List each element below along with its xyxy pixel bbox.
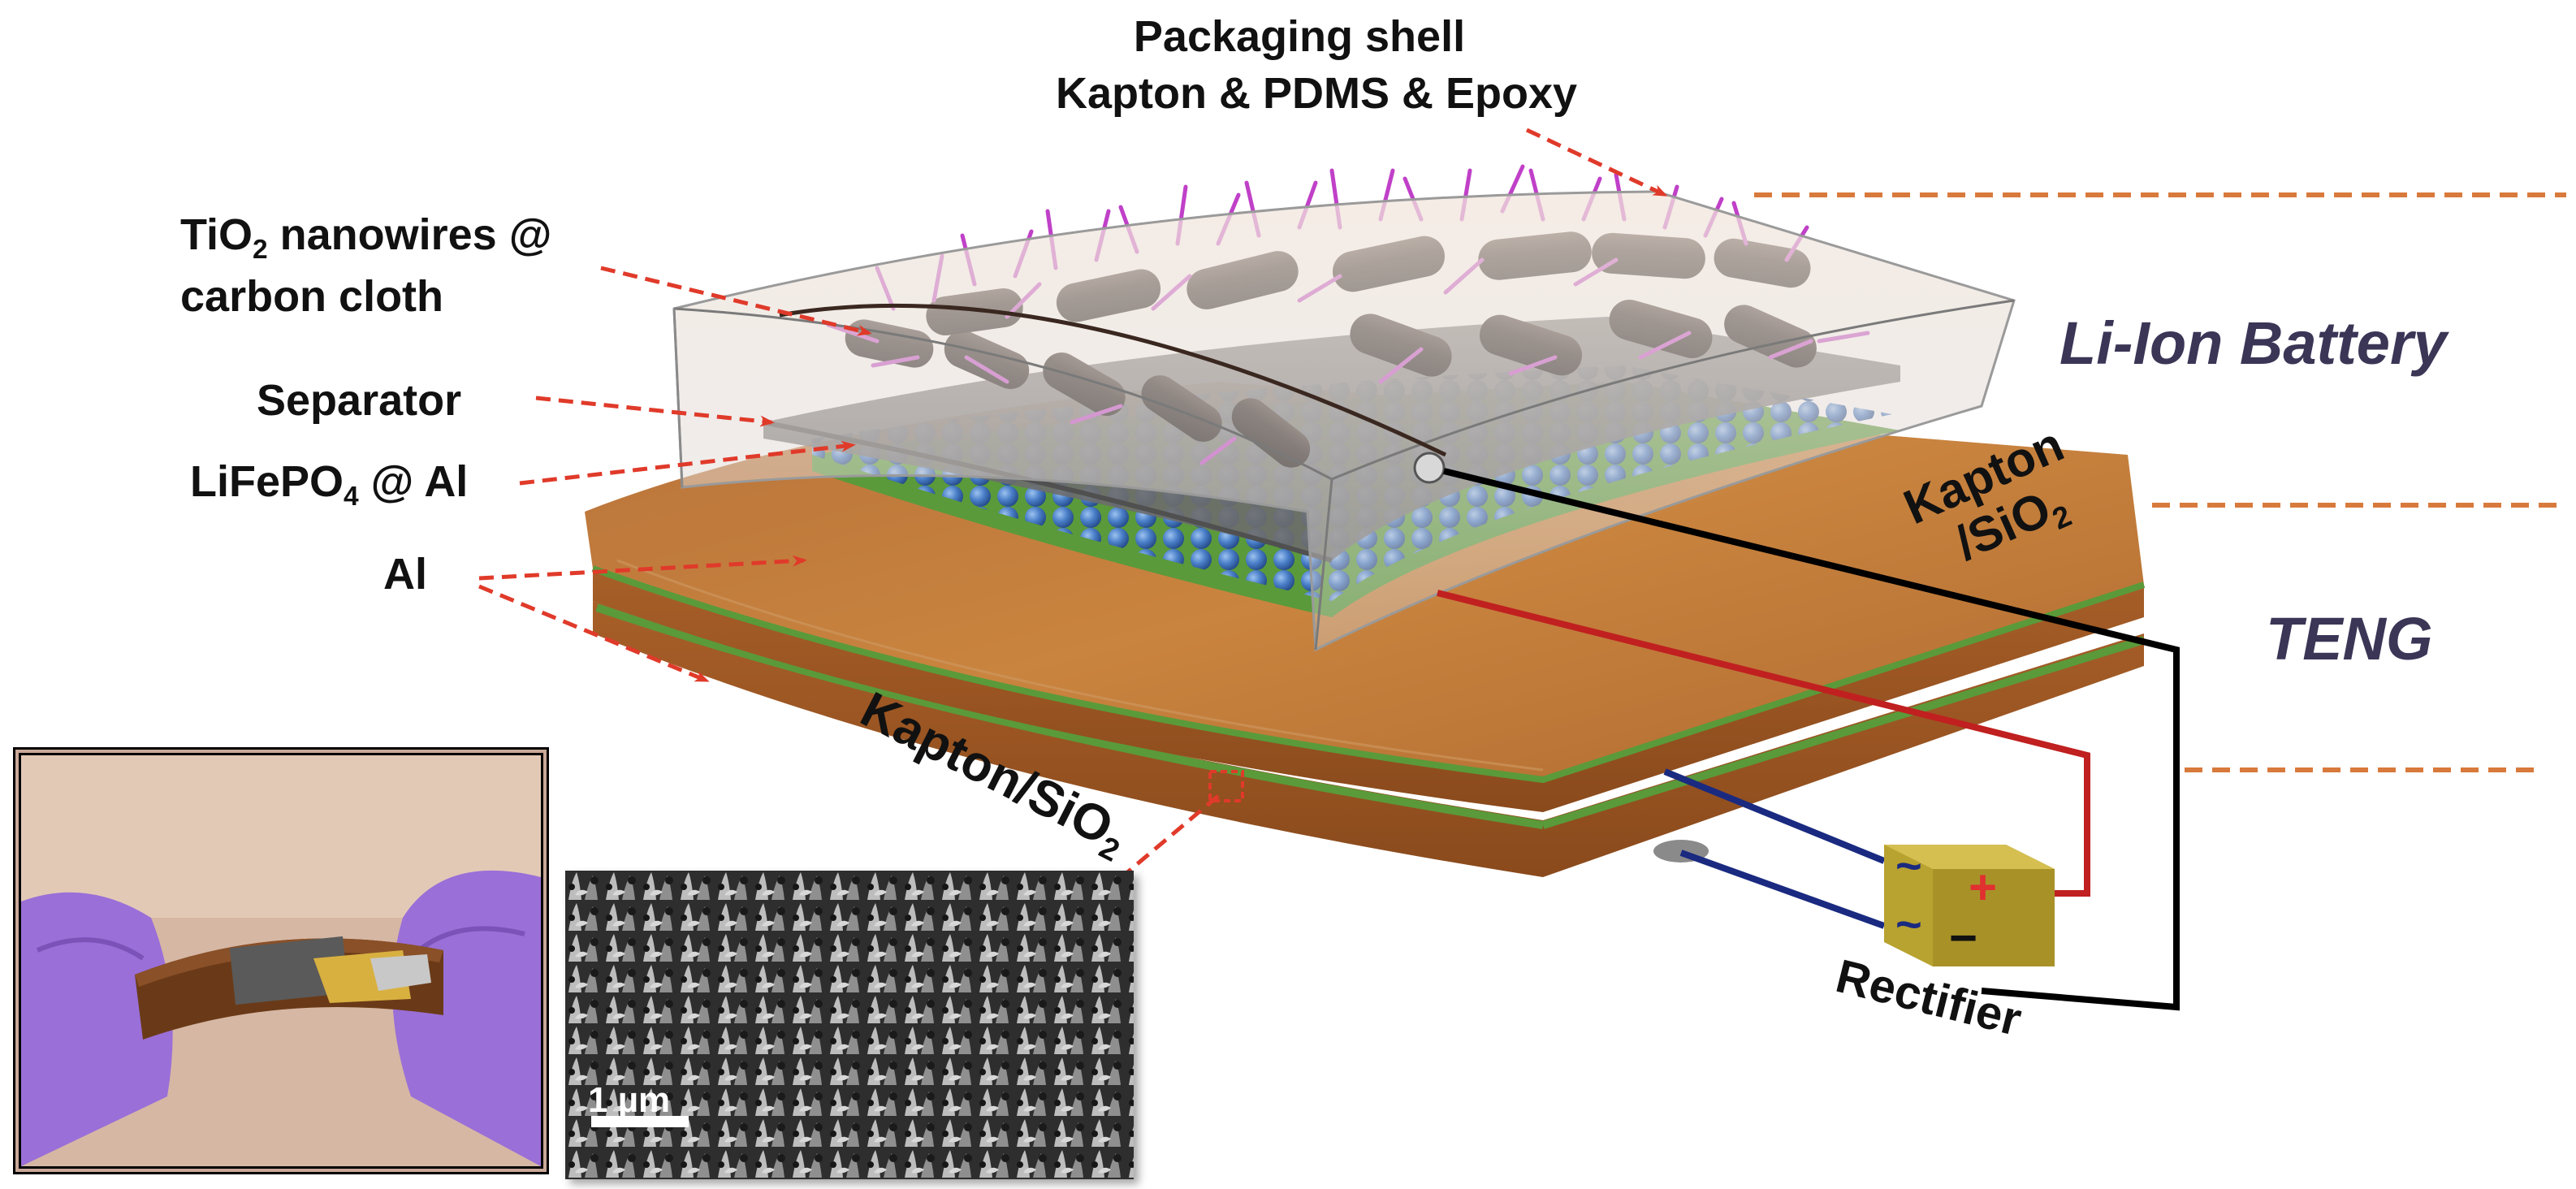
device-photo [21,755,541,1166]
rectifier-minus: − [1949,910,1978,965]
packaging-line2: Kapton & PDMS & Epoxy [1056,69,1578,119]
rectifier-tilde-bottom: ~ [1895,898,1922,949]
tio2-sub: 2 [253,234,268,265]
section-li-ion-battery: Li-Ion Battery [2060,309,2447,377]
tio2-label: TiO2 nanowires @ carbon cloth [180,210,551,322]
battery-assembly [672,164,2016,652]
rectifier-plus: + [1969,860,1998,914]
scale-bar [591,1116,689,1127]
tio2-main: TiO [180,210,253,259]
section-dividers [1754,192,2566,772]
section-teng: TENG [2266,605,2433,672]
rectifier-tilde-top: ~ [1895,840,1922,891]
sem-region-marker [1208,770,1244,802]
rectifier-box [1884,845,2055,966]
circuit-wires [1437,468,2180,1011]
packaging-line1: Packaging shell [1133,12,1466,61]
scale-bar-label: 1 µm [588,1080,671,1120]
separator-label: Separator [257,376,462,425]
device-photo-inset [13,747,549,1174]
sem-texture [565,871,1134,1179]
sem-image-inset [565,871,1134,1179]
tio2-line2: carbon cloth [180,272,444,322]
lifepo4-sub: 4 [344,481,359,512]
lifepo4-main: LiFePO [190,457,344,506]
lifepo4-rest: @ Al [358,457,469,506]
packaging-shell [672,190,2016,652]
lifepo4-label: LiFePO4 @ Al [190,456,469,512]
tio2-rest: nanowires @ [267,210,552,259]
al-label: Al [383,550,427,599]
packaging-shell-label: Packaging shell Kapton & PDMS & Epoxy [1056,11,1578,119]
